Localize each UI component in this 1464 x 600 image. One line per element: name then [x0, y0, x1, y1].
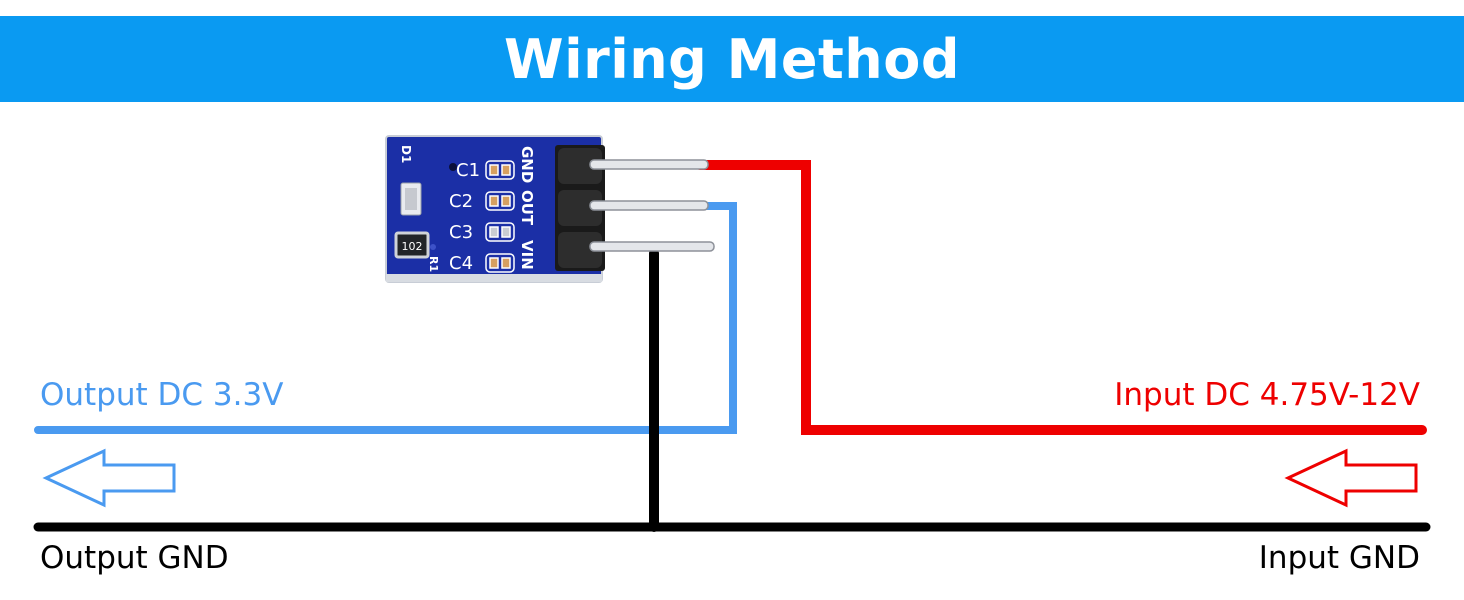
silkscreen-pin-gnd: GND	[518, 146, 536, 183]
capacitor-c1	[485, 160, 515, 180]
mounting-hole	[449, 163, 457, 171]
input-wire	[695, 160, 1427, 435]
regulator-module: D1 102 R1 C1 C2 C3 C4	[385, 135, 715, 283]
pin-vin	[589, 241, 715, 252]
output-arrow-icon	[42, 448, 176, 508]
silkscreen-r1: R1	[427, 256, 440, 272]
input-arrow-icon	[1284, 448, 1418, 508]
resistor-code: 102	[402, 240, 423, 253]
output-dc-label: Output DC 3.3V	[40, 377, 284, 413]
capacitor-c4	[485, 253, 515, 273]
page-title: Wiring Method	[504, 27, 960, 91]
output-wire	[34, 202, 737, 434]
silkscreen-c3: C3	[449, 222, 473, 243]
silkscreen-c4: C4	[449, 253, 473, 274]
capacitor-c2	[485, 191, 515, 211]
silkscreen-c1: C1	[456, 160, 480, 181]
resistor-r1	[394, 231, 430, 259]
silkscreen-pin-vin: VIN	[518, 240, 536, 270]
capacitor-c3	[485, 222, 515, 242]
input-gnd-label: Input GND	[1258, 540, 1420, 576]
output-gnd-label: Output GND	[40, 540, 229, 576]
pin-gnd	[589, 159, 709, 170]
title-banner: Wiring Method	[0, 16, 1464, 102]
silkscreen-c2: C2	[449, 191, 473, 212]
header-pins	[555, 145, 715, 271]
silkscreen-pin-out: OUT	[518, 190, 536, 226]
silkscreen-d1: D1	[399, 145, 413, 163]
pin-out	[589, 200, 709, 211]
input-dc-label: Input DC 4.75V-12V	[1114, 377, 1420, 413]
